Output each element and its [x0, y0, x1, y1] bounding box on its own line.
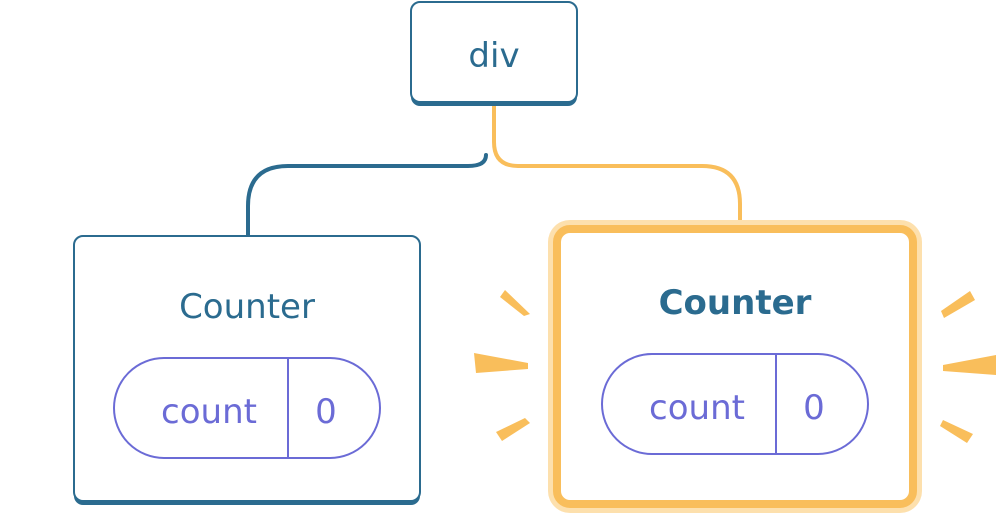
sparkle-mark: [943, 355, 996, 375]
left-state-value: 0: [315, 392, 337, 432]
right-counter-label: Counter: [659, 283, 812, 323]
right-counter-node-highlighted: Counter count 0: [548, 220, 922, 513]
sparkle-mark: [474, 353, 528, 373]
right-state-name: count: [649, 388, 745, 428]
left-state-name: count: [161, 392, 257, 432]
left-state-pill: count 0: [113, 357, 381, 459]
root-node: div: [410, 1, 578, 106]
edge-root-to-right-highlighted: [492, 102, 742, 228]
sparkle-marks-left: [474, 290, 530, 441]
right-state-pill: count 0: [601, 353, 869, 455]
left-counter-node: Counter count 0: [73, 235, 421, 505]
sparkle-mark: [496, 418, 530, 441]
left-counter-label: Counter: [179, 287, 315, 327]
sparkle-mark: [941, 291, 975, 318]
root-node-label: div: [468, 36, 519, 76]
sparkle-mark: [940, 420, 973, 443]
sparkle-marks-right: [940, 291, 996, 443]
sparkle-mark: [500, 290, 530, 316]
right-state-value: 0: [803, 388, 825, 428]
edge-root-to-left: [246, 153, 488, 240]
